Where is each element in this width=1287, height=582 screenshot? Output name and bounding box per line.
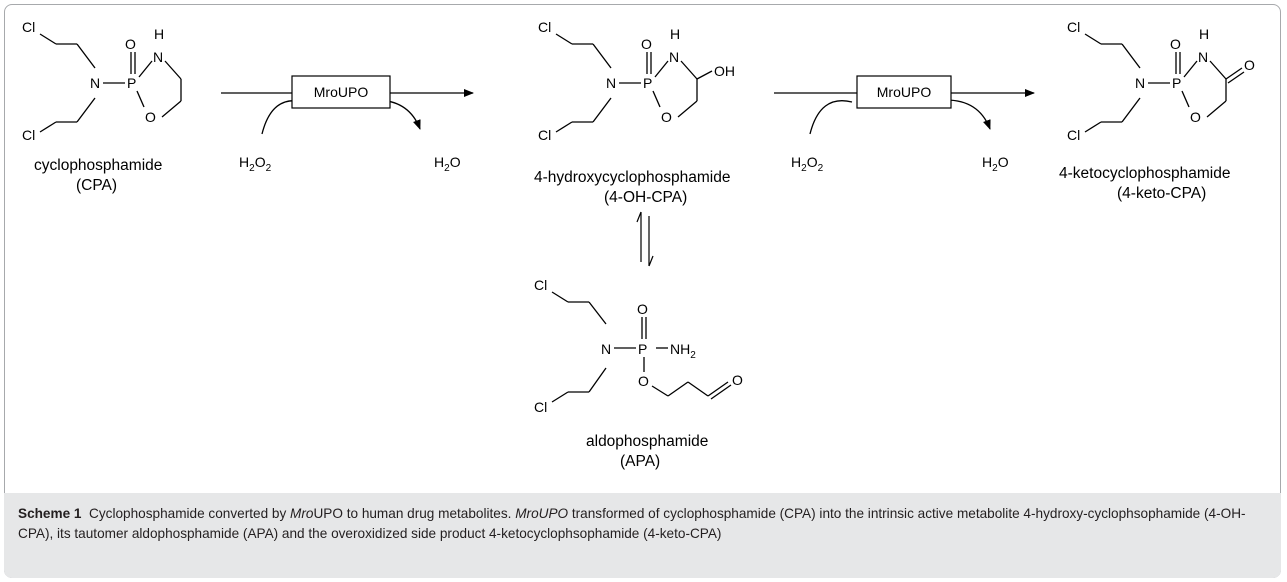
atom-label: Cl — [538, 127, 551, 143]
compound-name-4-keto-cpa: 4-ketocyclophosphamide — [1059, 165, 1230, 182]
caption-text: UPO to human drug metabolites. — [313, 506, 516, 521]
caption-label: Scheme 1 — [18, 506, 82, 521]
atom-label: NH2 — [670, 341, 696, 361]
atom-label: H — [1199, 26, 1209, 42]
figure-frame — [4, 4, 1281, 578]
compound-abbr-4-keto-cpa: (4-keto-CPA) — [1117, 185, 1206, 202]
atom-label: O — [1170, 36, 1181, 52]
caption-text: transformed of cyclophosphamide (CPA) in… — [18, 506, 1246, 541]
caption-emphasis: Mro — [290, 506, 314, 521]
atom-label: H — [670, 26, 680, 42]
compound-name-apa: aldophosphamide — [586, 433, 708, 450]
atom-label: Cl — [22, 127, 35, 143]
structure-apa — [551, 291, 732, 403]
atom-label: N — [669, 49, 679, 65]
atom-label: OH — [714, 63, 735, 79]
enzyme-box-1 — [291, 75, 391, 109]
structure-4-oh-cpa — [555, 33, 713, 133]
atom-label: N — [1198, 49, 1208, 65]
atom-label: Cl — [538, 19, 551, 35]
reagent-h2o2-2: H2O2 — [791, 154, 824, 174]
compound-abbr-4-oh-cpa: (4-OH-CPA) — [604, 189, 687, 206]
atom-label: Cl — [1067, 127, 1080, 143]
atom-label: O — [1190, 109, 1201, 125]
atom-label: N — [601, 341, 611, 357]
atom-label: Cl — [534, 277, 547, 293]
atom-label: N — [606, 75, 616, 91]
atom-label: P — [127, 75, 136, 91]
enzyme-label-1: MroUPO — [314, 84, 369, 100]
reagent-h2o2-1: H2O2 — [239, 154, 272, 174]
atom-label: O — [732, 372, 743, 388]
atom-label: O — [125, 36, 136, 52]
atom-label: O — [641, 36, 652, 52]
atom-label: O — [1244, 57, 1255, 73]
atom-label: O — [145, 109, 156, 125]
atom-label: P — [643, 75, 652, 91]
atom-label: N — [90, 75, 100, 91]
atom-label: O — [638, 373, 649, 389]
atom-label: N — [1135, 75, 1145, 91]
structure-cpa — [39, 33, 182, 133]
reaction-scheme: Cl Cl N P O N H O cyclophosphamide (CPA)… — [22, 19, 1255, 470]
reaction-arrow-2 — [774, 89, 1035, 135]
compound-name-cpa: cyclophosphamide — [34, 157, 162, 174]
atom-label: H — [154, 26, 164, 42]
atom-label: P — [1172, 75, 1181, 91]
equilibrium-arrow — [636, 211, 654, 267]
caption-text: Cyclophosphamide converted by — [89, 506, 291, 521]
reagent-h2o-1: H2O — [434, 154, 461, 174]
atom-label: O — [637, 301, 648, 317]
atom-label: P — [638, 341, 647, 357]
atom-label: N — [153, 49, 163, 65]
enzyme-label-2: MroUPO — [877, 84, 932, 100]
compound-abbr-cpa: (CPA) — [76, 177, 117, 194]
atom-label: Cl — [1067, 19, 1080, 35]
atom-label: Cl — [534, 399, 547, 415]
atom-label: Cl — [22, 19, 35, 35]
caption-emphasis: MroUPO — [515, 506, 569, 521]
atom-label: O — [661, 109, 672, 125]
enzyme-box-2 — [856, 75, 952, 109]
compound-abbr-apa: (APA) — [620, 453, 660, 470]
reagent-h2o-2: H2O — [982, 154, 1009, 174]
figure-caption: Scheme 1 Cyclophosphamide converted by M… — [4, 493, 1281, 578]
structure-4-keto-cpa — [1084, 33, 1245, 133]
compound-name-4-oh-cpa: 4-hydroxycyclophosphamide — [534, 169, 730, 186]
